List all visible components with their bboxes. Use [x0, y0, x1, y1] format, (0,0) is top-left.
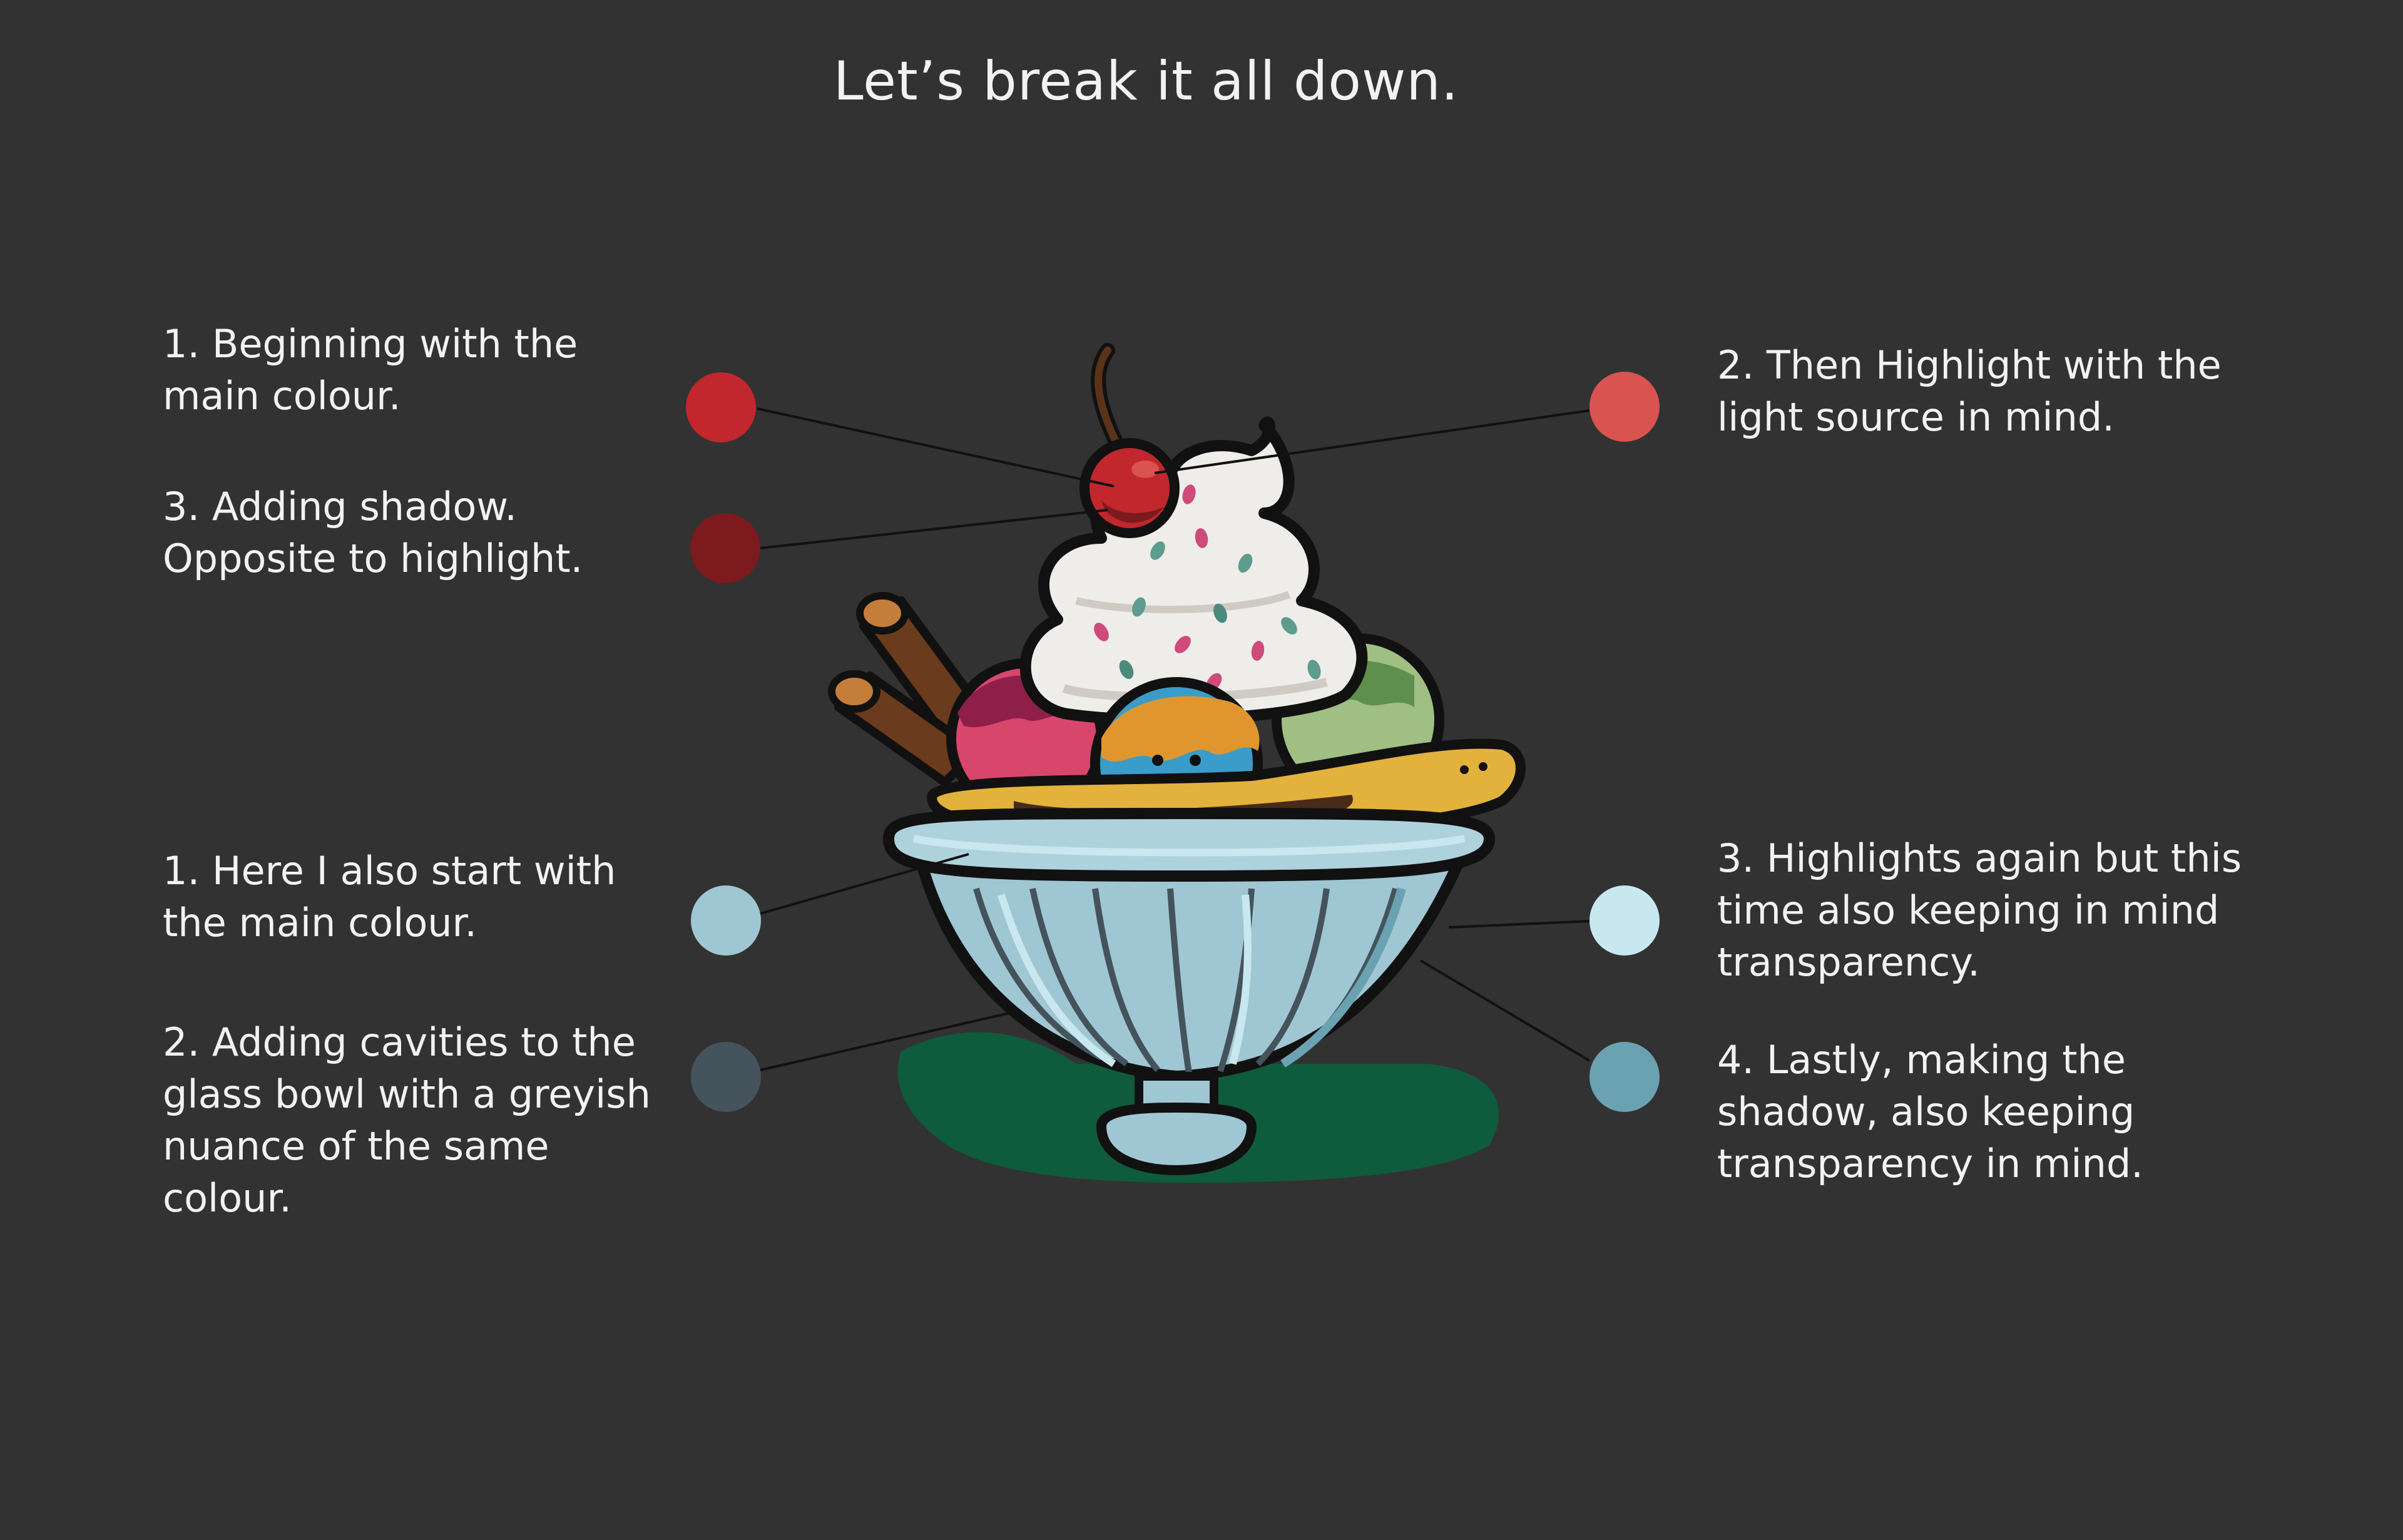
swatch-bowl-shadow — [1589, 1042, 1660, 1112]
swatch-cherry-shadow — [690, 513, 760, 583]
glass-bowl — [882, 808, 1496, 1176]
note-bowl-highlights: 3. Highlights again but this time also k… — [1717, 835, 2242, 985]
swatch-bowl-main — [691, 885, 761, 956]
note-bowl-cavities: 2. Adding cavities to the glass bowl wit… — [163, 1019, 651, 1221]
note-cherry-main: 1. Beginning with the main colour. — [163, 321, 578, 419]
connector-lines — [757, 407, 1591, 1071]
connector-cherry-shadow — [760, 509, 1108, 549]
note-cherry-shadow: 3. Adding shadow. Opposite to highlight. — [163, 484, 583, 581]
note-bowl-shadow: 4. Lastly, making the shadow, also keepi… — [1717, 1037, 2144, 1186]
page-title: Let’s break it all down. — [833, 50, 1459, 113]
connector-cherry-highlight — [1154, 409, 1590, 474]
sprinkles — [1094, 484, 1321, 691]
connector-bowl-cavities — [760, 1009, 1021, 1071]
note-bowl-main: 1. Here I also start with the main colou… — [163, 848, 616, 946]
note-cherry-highlight: 2. Then Highlight with the light source … — [1717, 342, 2222, 440]
connector-bowl-highlights — [1448, 920, 1590, 929]
cherry — [1079, 343, 1180, 538]
connector-bowl-shadow — [1419, 959, 1591, 1062]
connector-bowl-main — [760, 853, 969, 915]
connector-cherry-main — [757, 407, 1115, 487]
swatch-cherry-main — [686, 372, 756, 442]
swatch-bowl-highlight — [1589, 885, 1660, 956]
swatch-cherry-highlight — [1589, 372, 1660, 442]
swatch-bowl-cavities — [691, 1042, 761, 1112]
